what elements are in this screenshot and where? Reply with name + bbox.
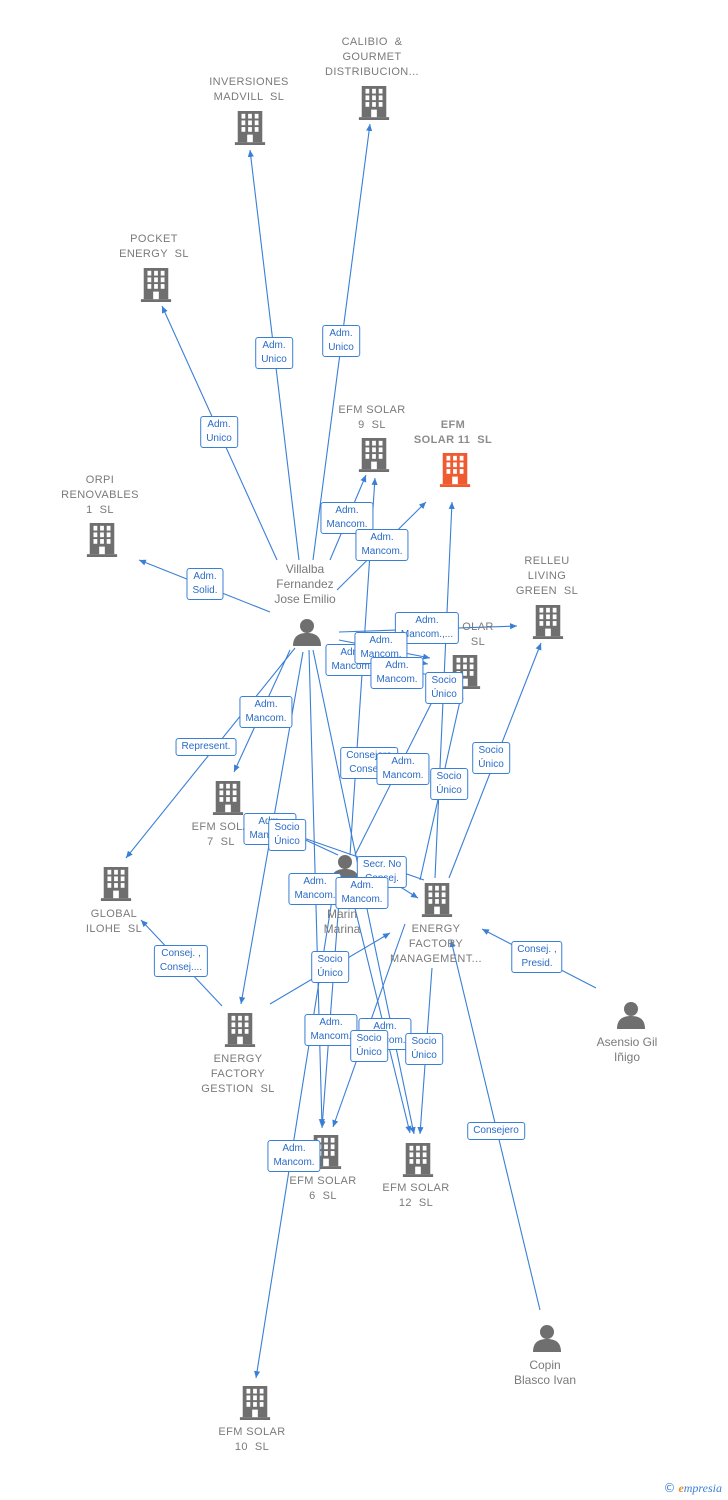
relation-label[interactable]: Adm. Mancom. — [304, 1014, 358, 1046]
company-name[interactable]: EFM SOLAR 11 SL — [413, 419, 493, 446]
relation-label[interactable]: Consej. , Presid. — [511, 941, 563, 973]
relation-label[interactable]: Socio Único — [425, 672, 463, 704]
person-name[interactable]: Marin Marina — [323, 907, 361, 936]
company-building-icon[interactable] — [531, 605, 565, 644]
company-building-icon[interactable] — [211, 781, 245, 820]
brand-initial: e — [678, 1481, 684, 1495]
relation-label[interactable]: Adm. Mancom. — [320, 502, 374, 534]
relation-label[interactable]: Adm. Mancom. — [376, 753, 430, 785]
relation-label[interactable]: Socio Único — [350, 1030, 388, 1062]
relation-label[interactable]: Adm. Mancom. — [370, 657, 424, 689]
company-building-icon[interactable] — [357, 438, 391, 477]
company-name[interactable]: ENERGY FACTORY MANAGEMENT... — [390, 923, 482, 965]
company-name[interactable]: EFM SOLAR 10 SL — [218, 1426, 286, 1453]
relation-edge — [319, 887, 341, 1129]
relation-label[interactable]: Adm. Solid. — [186, 568, 224, 600]
company-building-icon[interactable] — [139, 268, 173, 307]
company-name[interactable]: POCKET ENERGY SL — [119, 233, 189, 260]
relation-label[interactable]: Adm. Unico — [255, 337, 293, 369]
company-name[interactable]: OLAR SL — [462, 621, 494, 648]
person-name[interactable]: Copin Blasco Ivan — [513, 1358, 577, 1387]
relation-label[interactable]: Socio Único — [430, 768, 468, 800]
relation-label[interactable]: Adm. Unico — [200, 416, 238, 448]
person-icon[interactable] — [532, 1324, 562, 1357]
company-name[interactable]: EFM SOLAR 12 SL — [382, 1182, 450, 1209]
relation-label[interactable]: Represent. — [175, 738, 237, 756]
company-building-icon[interactable] — [223, 1013, 257, 1052]
relation-label[interactable]: Socio Único — [472, 742, 510, 774]
company-building-icon[interactable] — [233, 111, 267, 150]
company-name[interactable]: ORPI RENOVABLES 1 SL — [61, 474, 139, 516]
company-name[interactable]: ENERGY FACTORY GESTION SL — [201, 1053, 275, 1095]
copyright-brand[interactable]: © empresia — [663, 1481, 722, 1496]
copyright-symbol: © — [663, 1481, 676, 1495]
relation-label[interactable]: Socio Único — [311, 951, 349, 983]
brand-name: mpresia — [683, 1481, 722, 1495]
relation-label[interactable]: Adm. Mancom. — [355, 529, 409, 561]
relation-label[interactable]: Adm. Mancom. — [288, 873, 342, 905]
company-building-icon[interactable] — [238, 1386, 272, 1425]
company-building-icon[interactable] — [401, 1143, 435, 1182]
company-building-icon[interactable] — [438, 453, 472, 492]
relation-label[interactable]: Consej. , Consej.... — [153, 945, 209, 977]
relation-label[interactable]: Adm. Mancom. — [335, 877, 389, 909]
person-icon[interactable] — [292, 618, 322, 651]
relation-label[interactable]: Adm. Mancom. — [239, 696, 293, 728]
relation-label[interactable]: Socio Único — [405, 1033, 443, 1065]
company-name[interactable]: CALIBIO & GOURMET DISTRIBUCION... — [324, 36, 420, 78]
person-name[interactable]: Asensio Gil Iñigo — [596, 1035, 658, 1064]
relation-label[interactable]: Socio Único — [268, 819, 306, 851]
company-name[interactable]: RELLEU LIVING GREEN SL — [515, 555, 579, 597]
relation-edge — [349, 887, 412, 1134]
company-name[interactable]: EFM SOLAR 6 SL — [289, 1175, 357, 1202]
company-building-icon[interactable] — [420, 883, 454, 922]
company-building-icon[interactable] — [85, 523, 119, 562]
relation-label[interactable]: Adm. Mancom.,... — [394, 612, 460, 644]
company-name[interactable]: GLOBAL ILOHE SL — [85, 908, 143, 935]
person-name[interactable]: Villalba Fernandez Jose Emilio — [274, 562, 336, 606]
company-building-icon[interactable] — [357, 86, 391, 125]
relation-label[interactable]: Adm. Mancom. — [267, 1140, 321, 1172]
company-name[interactable]: INVERSIONES MADVILL SL — [209, 76, 289, 103]
company-name[interactable]: EFM SOLAR 9 SL — [338, 404, 406, 431]
relation-label[interactable]: Consejero — [467, 1122, 525, 1140]
relation-label[interactable]: Adm. Unico — [322, 325, 360, 357]
person-icon[interactable] — [616, 1001, 646, 1034]
company-building-icon[interactable] — [99, 867, 133, 906]
company-name[interactable]: EFM SOLA 7 SL — [191, 821, 251, 848]
